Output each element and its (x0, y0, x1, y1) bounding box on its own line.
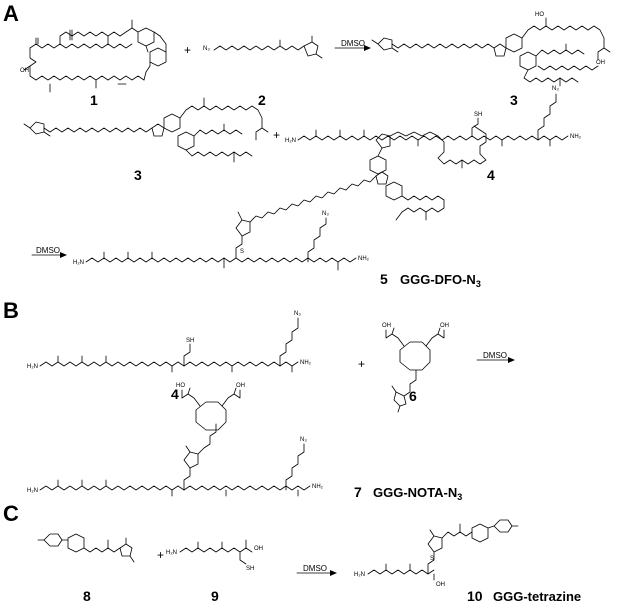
plus-sign-c: + (157, 548, 165, 562)
structure-compound-4-top (297, 93, 569, 147)
atom-label-oh-compound-7: OH (236, 383, 245, 389)
atom-label-n3-compound-2: N₃ (203, 46, 210, 52)
atom-label-n3-compound-5: N₃ (322, 211, 329, 217)
atom-label-s-compound-10: S (430, 556, 435, 562)
atom-label-h2n-compound-4b: H₂N (27, 364, 38, 370)
atom-label-h2n-compound-4: H₂N (285, 138, 296, 144)
atom-label-nh2-compound-4b: NH₂ (300, 360, 311, 366)
condition-label-a1: DMSO (341, 39, 365, 48)
compound-number-3-bottom: 3 (134, 167, 142, 183)
compound-number-3-top: 3 (510, 92, 518, 108)
reaction-arrow-b (476, 357, 515, 363)
atom-label-oh-compound-1: OH (20, 68, 29, 74)
atom-label-nh2-compound-5: NH₂ (358, 256, 369, 262)
compound-number-1: 1 (90, 92, 98, 108)
atom-label-nh2-compound-4: NH₂ (570, 134, 581, 140)
atom-label-n3-compound-4: N₃ (552, 86, 559, 92)
compound-number-8: 8 (83, 588, 91, 604)
atom-label-nh2-compound-7: NH₂ (312, 484, 323, 490)
atom-label-oh-compound-6: OH (382, 323, 391, 329)
panel-letter-b: B (3, 298, 19, 323)
compound-number-4-top: 4 (487, 167, 495, 183)
structure-compound-9 (179, 539, 253, 565)
reaction-arrow-a2 (31, 252, 67, 258)
structure-compound-1 (23, 19, 167, 93)
reaction-arrow-a1 (334, 45, 371, 51)
structure-compound-10 (367, 519, 519, 581)
compound-name-5: GGG-DFO-N3 (400, 272, 481, 289)
compound-number-5: 5 (380, 271, 388, 287)
structure-compound-5 (85, 125, 487, 271)
structure-compound-4-bottom (39, 317, 299, 373)
plus-sign-a2: + (273, 128, 281, 142)
atom-label-ho-compound-7: HO (176, 383, 185, 389)
atom-label-oh-compound-10: OH (436, 582, 445, 588)
atom-label-h2n-compound-5: H₂N (73, 260, 84, 266)
atom-label-h2n-compound-7: H₂N (27, 488, 38, 494)
compound-number-7: 7 (354, 484, 362, 500)
structure-compound-6 (385, 327, 445, 413)
atom-label-n3-compound-7: N₃ (300, 437, 307, 443)
atom-label-s-compound-5: S (240, 249, 245, 255)
panel-letter-a: A (3, 1, 19, 26)
atom-label-sh-compound-9: SH (246, 566, 255, 572)
atom-label-sh-compound-4b: SH (186, 338, 195, 344)
atom-label-oh2-compound-6: OH (440, 323, 449, 329)
panel-letter-c: C (3, 501, 19, 526)
reaction-arrow-c (296, 570, 337, 576)
structure-compound-3-top (371, 17, 611, 87)
plus-sign-a1: + (184, 43, 192, 57)
atom-label-ho-compound-3: HO (535, 12, 544, 18)
compound-number-9: 9 (211, 588, 219, 604)
compound-number-4-bottom: 4 (171, 386, 179, 402)
atom-label-h2n-compound-9: H₂N (166, 550, 177, 556)
structure-compound-3-bottom (23, 97, 269, 163)
structure-compound-7 (39, 387, 311, 497)
condition-label-c: DMSO (303, 564, 327, 573)
structure-compound-2 (213, 35, 323, 59)
compound-name-7: GGG-NOTA-N3 (373, 485, 463, 502)
compound-number-10: 10 (467, 588, 483, 604)
atom-label-oh-compound-3: OH (596, 60, 605, 66)
compound-number-2: 2 (258, 92, 266, 108)
compound-name-10: GGG-tetrazine (493, 589, 582, 604)
structure-compound-8 (37, 533, 135, 563)
atom-label-sh-compound-4: SH (474, 112, 483, 118)
atom-label-oh-compound-9: OH (254, 546, 263, 552)
compound-number-6: 6 (409, 388, 417, 404)
atom-label-n3-compound-4b: N₃ (294, 311, 301, 317)
condition-label-b: DMSO (483, 351, 507, 360)
plus-sign-b: + (358, 357, 366, 371)
atom-label-h2n-compound-10: H₂N (354, 572, 365, 578)
condition-label-a2: DMSO (36, 246, 60, 255)
